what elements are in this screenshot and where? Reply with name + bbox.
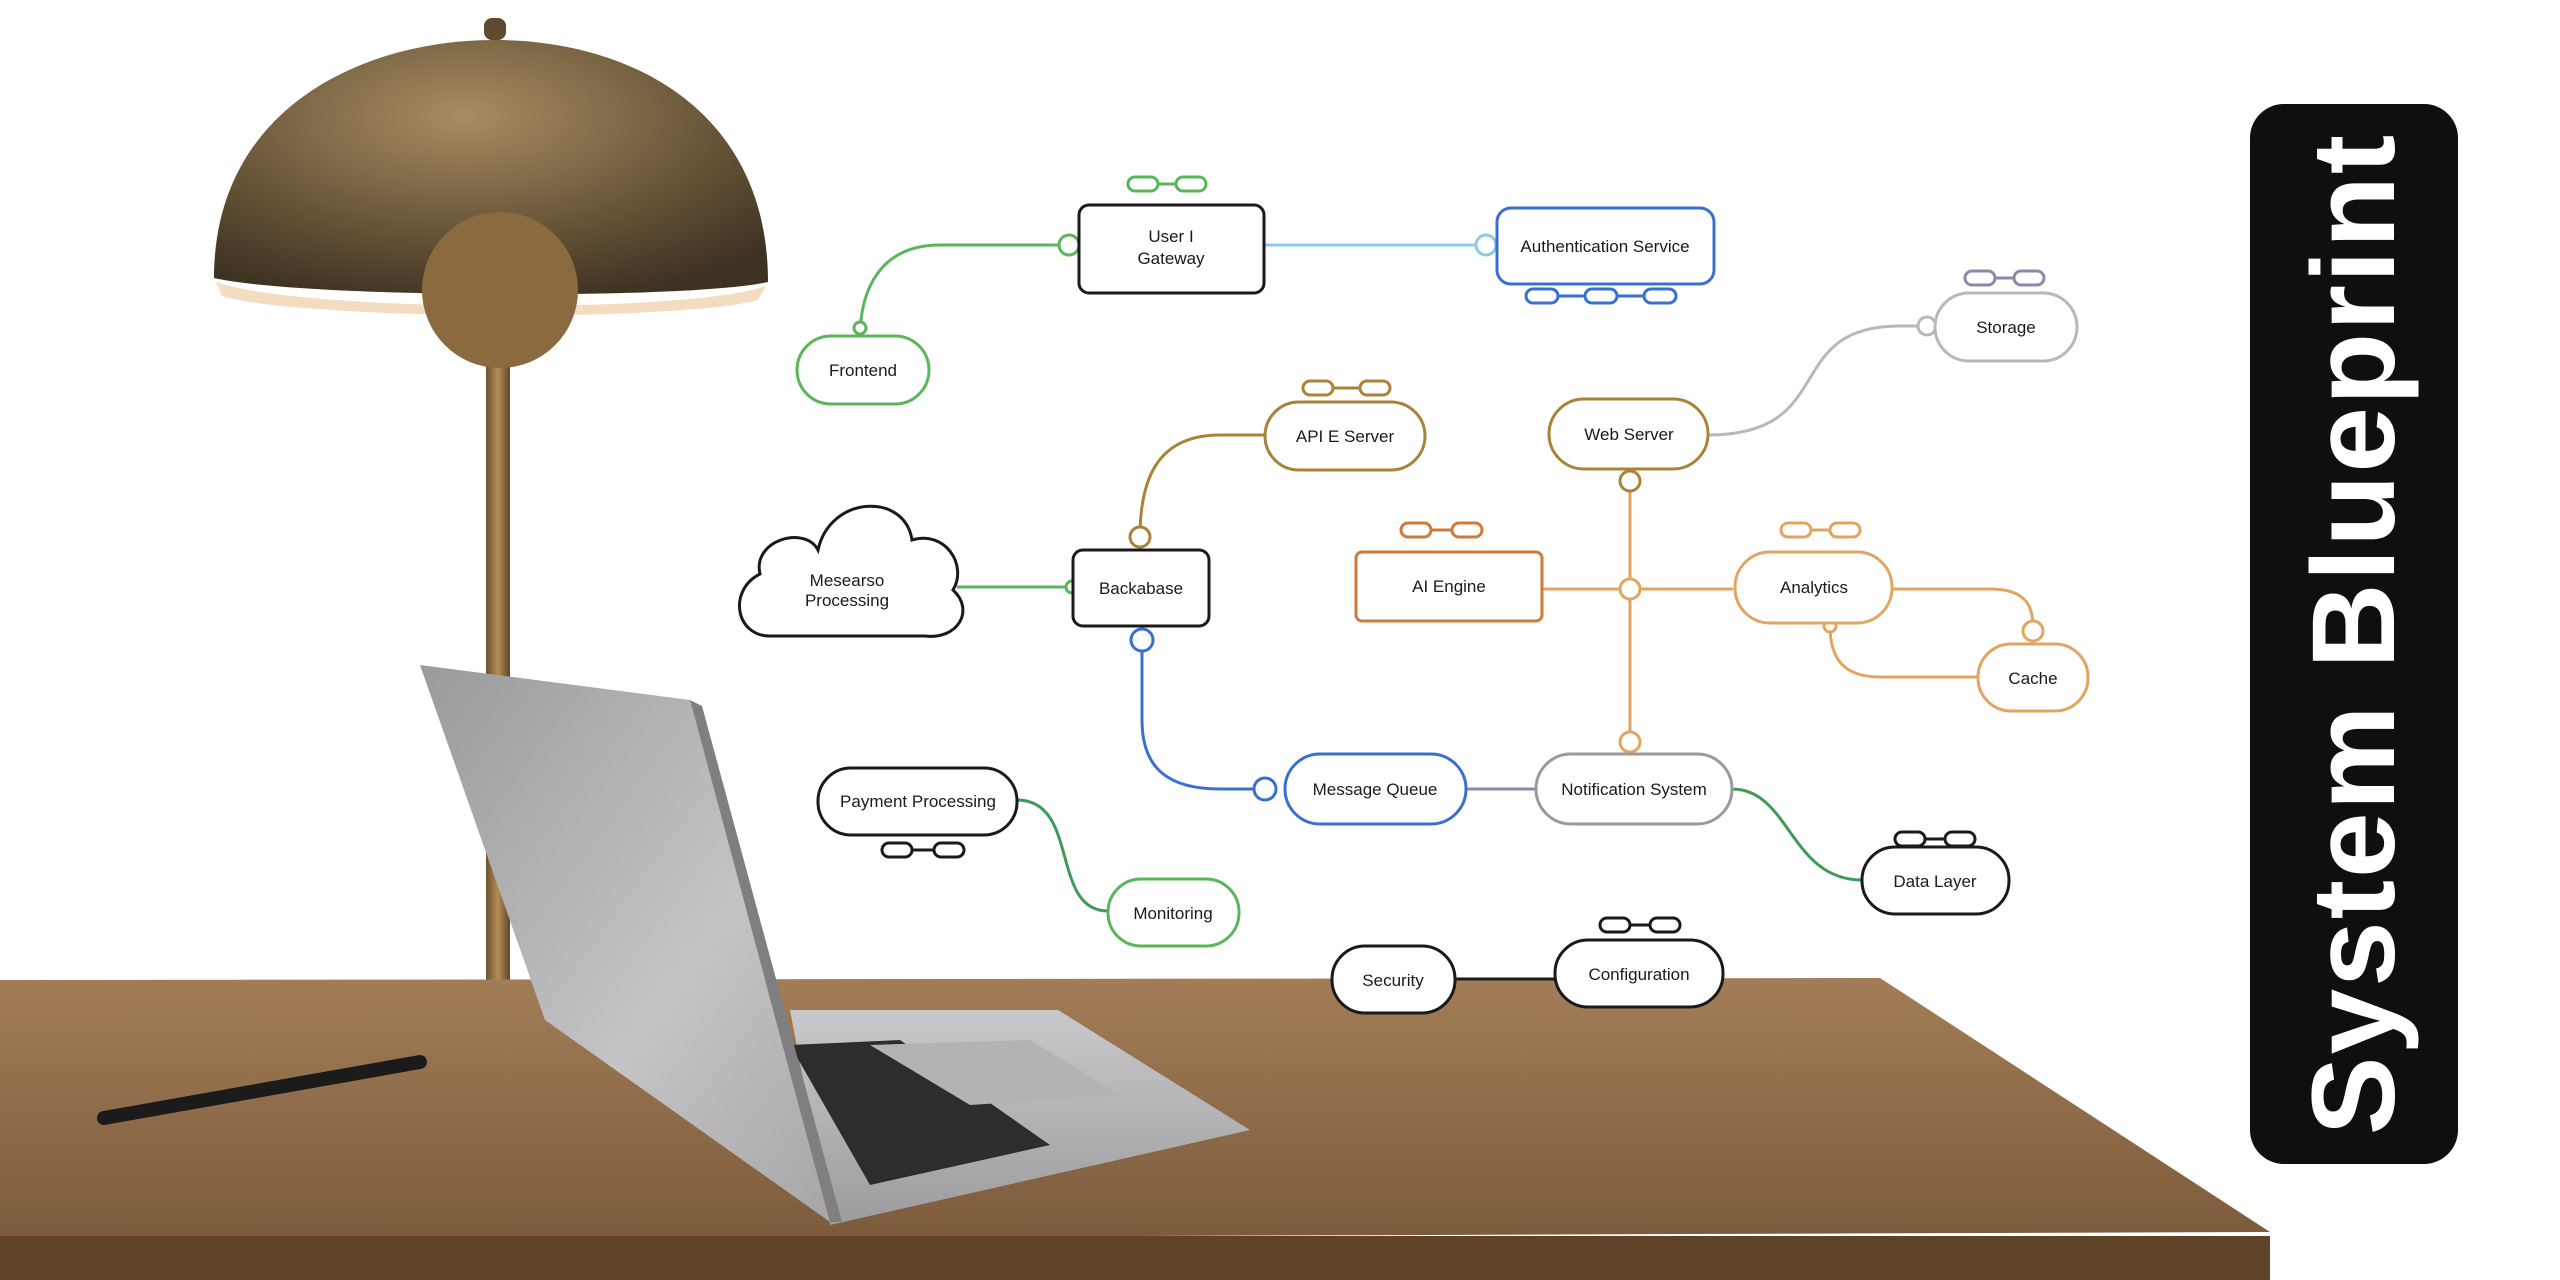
node-label: Security xyxy=(1362,971,1424,990)
node-label: Data Layer xyxy=(1893,872,1976,891)
node-api-server[interactable]: API E Server xyxy=(1263,400,1427,472)
node-label: Processing xyxy=(805,591,889,610)
node-label: Analytics xyxy=(1780,578,1848,597)
node-security[interactable]: Security xyxy=(1330,944,1457,1015)
chain-link-icon xyxy=(1399,521,1484,539)
endpoint-notification-top xyxy=(1618,730,1642,754)
node-cache[interactable]: Cache xyxy=(1976,642,2090,713)
node-ai-engine[interactable]: AI Engine xyxy=(1354,550,1544,623)
connector-webserver-storage xyxy=(1707,324,1935,437)
node-label: Frontend xyxy=(829,361,897,380)
chain-link-icon xyxy=(1963,269,2046,287)
node-label: API E Server xyxy=(1296,427,1395,446)
chain-link-icon xyxy=(1126,175,1208,193)
node-authentication-service[interactable]: Authentication Service xyxy=(1495,206,1716,286)
connector-frontend-gateway xyxy=(858,243,1070,339)
laptop-lid-edge xyxy=(690,700,842,1222)
node-label: Monitoring xyxy=(1133,904,1212,923)
endpoint-auth-left xyxy=(1474,233,1498,257)
laptop-touchpad xyxy=(870,1040,1120,1105)
node-notification-system[interactable]: Notification System xyxy=(1534,752,1734,826)
chain-icons xyxy=(880,175,2046,934)
lamp-shade-glow xyxy=(216,282,766,316)
node-label: User I xyxy=(1148,227,1193,246)
node-payment-processing[interactable]: Payment Processing xyxy=(816,766,1019,837)
node-label: Mesearso xyxy=(810,571,885,590)
lamp-finial xyxy=(484,18,506,40)
lamp-bulb-housing xyxy=(422,212,578,368)
banner-title: System Blueprint xyxy=(2288,132,2421,1136)
connector-payment-monitoring xyxy=(1016,798,1109,913)
node-label: Payment Processing xyxy=(840,792,996,811)
desk-edge xyxy=(0,1236,2270,1280)
chain-link-icon xyxy=(1524,287,1678,305)
laptop-keyboard xyxy=(790,1040,1050,1185)
node-message-queue[interactable]: Message Queue xyxy=(1283,752,1468,826)
chain-link-icon xyxy=(1893,830,1977,848)
endpoint-queue-left xyxy=(1252,776,1278,802)
node-storage[interactable]: Storage xyxy=(1933,291,2079,363)
node-analytics[interactable]: Analytics xyxy=(1733,550,1894,625)
node-monitoring[interactable]: Monitoring xyxy=(1106,877,1241,948)
endpoint-frontend-top xyxy=(852,320,868,336)
lamp xyxy=(214,18,768,985)
node-message-processing[interactable]: Mesearso Processing xyxy=(738,504,965,638)
endpoint-backabase-bottom xyxy=(1129,627,1155,653)
node-label: AI Engine xyxy=(1412,577,1486,596)
endpoint-webserver-bottom xyxy=(1618,469,1642,493)
pen-body xyxy=(97,1055,427,1125)
node-web-server[interactable]: Web Server xyxy=(1547,397,1710,471)
chain-link-icon xyxy=(1301,379,1392,397)
node-label: Notification System xyxy=(1561,780,1707,799)
node-label: Message Queue xyxy=(1313,780,1438,799)
endpoint-hub-center xyxy=(1618,577,1642,601)
node-frontend[interactable]: Frontend xyxy=(795,334,931,406)
node-label: Authentication Service xyxy=(1520,237,1689,256)
laptop-lid xyxy=(420,665,830,1222)
chain-link-icon xyxy=(1779,521,1862,539)
node-configuration[interactable]: Configuration xyxy=(1553,938,1725,1009)
connector-endpoints xyxy=(852,233,2045,802)
endpoint-storage-left xyxy=(1916,315,1938,337)
connector-analytics-cache-top xyxy=(1892,587,2035,631)
node-user-gateway[interactable]: User I Gateway xyxy=(1077,203,1266,295)
title-banner: System Blueprint xyxy=(2250,104,2458,1164)
node-label: Configuration xyxy=(1588,965,1689,984)
connector-notification-datalayer xyxy=(1731,787,1863,882)
node-label: Storage xyxy=(1976,318,2036,337)
node-label: Cache xyxy=(2008,669,2057,688)
lamp-shade xyxy=(214,40,768,295)
node-label: Backabase xyxy=(1099,579,1183,598)
node-data-layer[interactable]: Data Layer xyxy=(1860,845,2011,916)
node-label: Gateway xyxy=(1137,249,1205,268)
connector-backabase-queue xyxy=(1140,640,1266,791)
node-label: Web Server xyxy=(1584,425,1674,444)
pen xyxy=(97,1055,427,1125)
chain-link-icon xyxy=(880,841,966,859)
endpoint-cache-top xyxy=(2021,619,2045,643)
endpoint-gateway-left xyxy=(1057,233,1081,257)
node-backabase[interactable]: Backabase xyxy=(1071,548,1211,628)
chain-link-icon xyxy=(1598,916,1682,934)
endpoint-backabase-top xyxy=(1128,525,1152,549)
connector-analytics-cache-bottom xyxy=(1828,625,1978,679)
laptop xyxy=(420,665,1250,1225)
connector-backabase-apiserver xyxy=(1138,433,1268,538)
